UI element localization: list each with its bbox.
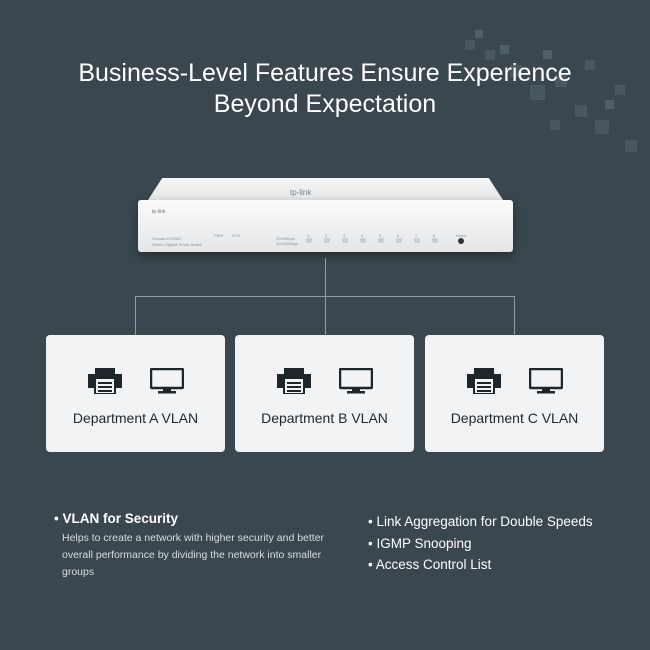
connector-c bbox=[514, 296, 515, 335]
department-card-b: Department B VLAN bbox=[235, 335, 414, 452]
connector-a bbox=[135, 296, 136, 335]
led-label-pwr: PWR bbox=[214, 233, 224, 238]
switch-model-sub: Switch Gigabit Smart Switch bbox=[152, 242, 203, 247]
reset-label: Reset bbox=[456, 233, 467, 238]
feature-item: • Link Aggregation for Double Speeds bbox=[368, 514, 593, 529]
switch-front-panel: tp-link Omada ES208G Switch Gigabit Smar… bbox=[138, 200, 513, 252]
title-line-2: Beyond Expectation bbox=[213, 90, 437, 118]
pixel-pattern-decoration bbox=[465, 30, 637, 152]
port-number: 7 bbox=[415, 233, 418, 238]
led-label-sys: SYS bbox=[232, 233, 241, 238]
page-title: Business-Level Features Ensure Experienc… bbox=[0, 58, 650, 120]
monitor-icon bbox=[339, 368, 373, 394]
department-label: Department C VLAN bbox=[450, 410, 579, 426]
switch-model: Omada ES208G bbox=[152, 236, 182, 241]
monitor-icon bbox=[150, 368, 184, 394]
printer-icon bbox=[277, 368, 311, 394]
monitor-icon bbox=[529, 368, 563, 394]
department-card-c: Department C VLAN bbox=[425, 335, 604, 452]
port-number: 5 bbox=[379, 233, 382, 238]
department-label: Department A VLAN bbox=[72, 410, 199, 426]
printer-icon bbox=[88, 368, 122, 394]
port-led bbox=[414, 238, 420, 243]
feature-item: • Access Control List bbox=[368, 557, 492, 572]
port-led bbox=[342, 238, 348, 243]
department-label: Department B VLAN bbox=[261, 410, 388, 426]
feature-item: • IGMP Snooping bbox=[368, 535, 472, 551]
speed-label-100: 10/100Mbps bbox=[276, 241, 299, 246]
port-number: 1 bbox=[307, 233, 310, 238]
feature-vlan-title: • VLAN for Security bbox=[54, 511, 178, 526]
feature-list: • Link Aggregation for Double Speeds • I… bbox=[368, 511, 593, 576]
port-number: 6 bbox=[397, 233, 400, 238]
port-led bbox=[432, 238, 438, 243]
reset-button bbox=[458, 238, 464, 244]
title-line-1: Business-Level Features Ensure Experienc… bbox=[78, 59, 572, 87]
port-number: 8 bbox=[433, 233, 436, 238]
speed-label-1000: 1000Mbps bbox=[276, 236, 295, 241]
switch-top-logo: tp-link bbox=[290, 188, 312, 197]
port-number: 3 bbox=[343, 233, 346, 238]
port-led bbox=[360, 238, 366, 243]
printer-icon bbox=[467, 368, 501, 394]
connector-bus bbox=[135, 296, 515, 297]
port-led bbox=[324, 238, 330, 243]
port-led bbox=[378, 238, 384, 243]
feature-vlan-description: Helps to create a network with higher se… bbox=[62, 532, 325, 578]
switch-front-logo: tp-link bbox=[152, 209, 166, 215]
port-led bbox=[396, 238, 402, 243]
port-led bbox=[306, 238, 312, 243]
department-card-a: Department A VLAN bbox=[46, 335, 225, 452]
switch-top-panel bbox=[148, 178, 503, 200]
port-number: 4 bbox=[361, 233, 364, 238]
port-number: 2 bbox=[325, 233, 328, 238]
